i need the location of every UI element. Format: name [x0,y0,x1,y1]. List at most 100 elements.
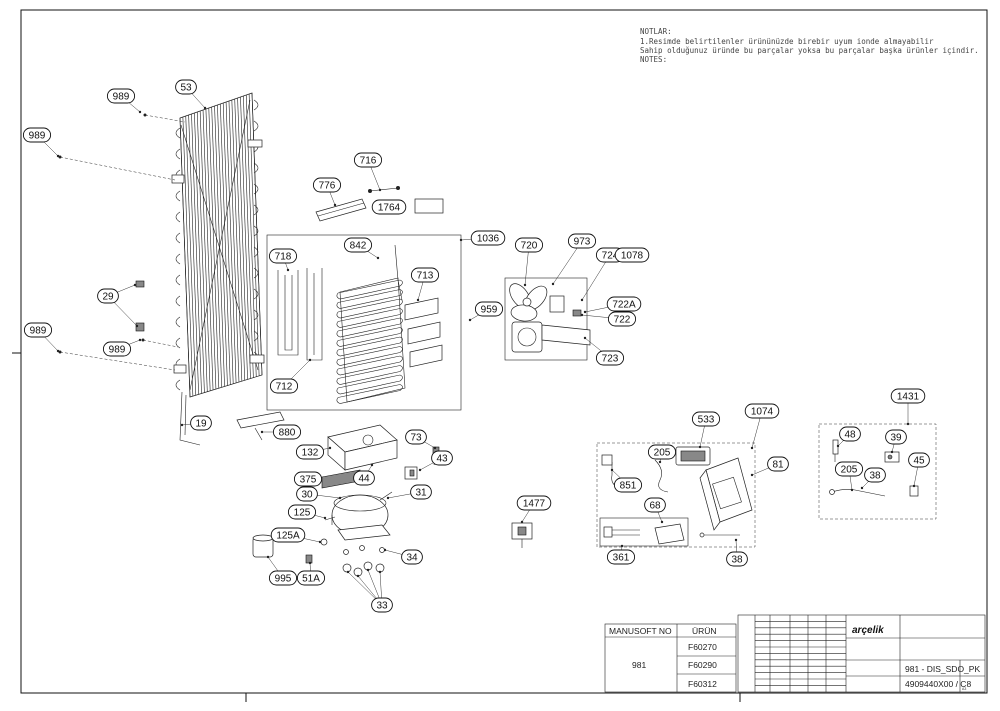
callout-1036: 1036 [470,230,506,246]
callout-19: 19 [190,415,212,431]
part-39 [884,451,900,463]
callout-31: 31 [410,484,432,500]
callout-text: 81 [772,460,784,471]
callout-39: 39 [885,429,907,445]
manusoft-no-value: 981 [632,660,646,670]
electronics-group-box [596,442,756,548]
callout-text: 722A [612,300,636,311]
notes-line-3: NOTES: [640,55,667,64]
callout-125: 125 [287,504,317,520]
control-card-81 [699,457,753,531]
callout-text: 989 [29,131,46,142]
callout-text: 51A [302,574,320,585]
callout-375: 375 [293,471,323,487]
fan-group-box [504,277,588,361]
callout-1431: 1431 [890,388,926,404]
callout-text: 1764 [378,203,401,214]
callout-712: 712 [269,378,299,394]
part-45 [909,485,919,497]
part-880 [236,411,285,429]
callout-989: 989 [106,88,136,104]
callout-text: 33 [376,601,388,612]
callout-text: 712 [276,382,293,393]
callout-text: 1477 [523,499,546,510]
sensor-box-361 [599,517,689,547]
leader-dash [144,114,186,123]
drawing-border [20,9,988,694]
compressor-tray-132 [327,424,398,471]
callout-842: 842 [343,237,373,253]
callout-text: 38 [731,555,743,566]
callout-1078: 1078 [614,247,650,263]
callout-776: 776 [312,177,342,193]
callout-44: 44 [353,470,375,486]
callout-text: 713 [417,271,434,282]
callout-989: 989 [22,127,52,143]
callout-text: 30 [301,490,313,501]
callout-text: 31 [415,488,427,499]
callout-851: 851 [613,477,643,493]
callout-723: 723 [595,350,625,366]
callout-text: 842 [350,241,367,252]
part-776-strip [315,198,367,222]
callout-text: 1431 [897,392,920,403]
callout-973: 973 [567,233,597,249]
evaporator-tubes [277,244,403,361]
sheet-size: A3 [962,687,966,691]
part-716-sensor [368,186,400,193]
callout-text: 73 [410,433,422,444]
part-1477-valve [511,522,533,548]
callout-text: 716 [360,156,377,167]
display-card-533 [675,446,711,466]
callout-48: 48 [839,426,861,442]
callout-text: 1078 [621,251,644,262]
evaporator-fins [336,277,406,404]
brand-logo: arçelik [852,625,884,636]
callout-81: 81 [767,456,789,472]
manusoft-no-header: MANUSOFT NO [609,626,672,636]
callout-text: 851 [620,481,637,492]
connector-851 [601,454,613,466]
callout-text: 125 [294,508,311,519]
fan-blade-720 [509,283,548,322]
callout-text: 880 [279,428,296,439]
part-48 [832,439,839,462]
callout-text: 34 [406,553,418,564]
callout-1074: 1074 [744,403,780,419]
callout-text: 43 [436,454,448,465]
callout-text: 375 [300,475,317,486]
callout-text: 1036 [477,234,500,245]
callout-text: 45 [913,456,925,467]
callout-33: 33 [371,597,393,613]
notes-title: NOTLAR: [640,27,672,36]
callout-text: 125A [276,531,300,542]
product-1: F60270 [688,642,717,652]
notes-block: NOTLAR: 1.Resimde belirtilenler ürününüz… [640,27,979,64]
evaporator-group-box [266,234,462,411]
callout-text: 533 [698,415,715,426]
callout-text: 776 [319,181,336,192]
product-header: ÜRÜN [692,626,717,636]
callout-text: 724 [602,251,619,262]
relay-43 [404,466,418,480]
callout-722A: 722A [606,296,642,312]
callout-text: 959 [481,305,498,316]
callout-text: 995 [275,574,292,585]
clip-51A [305,554,313,564]
callout-53: 53 [175,79,197,95]
callout-text: 29 [102,292,114,303]
callout-989: 989 [23,322,53,338]
callout-716: 716 [353,152,383,168]
callout-205: 205 [834,461,864,477]
callout-51A: 51A [296,570,326,586]
callout-959: 959 [474,301,504,317]
drawing-number: 4909440X00 / C8 [905,679,971,689]
callout-68: 68 [644,497,666,513]
callout-text: 723 [602,354,619,365]
callout-533: 533 [691,411,721,427]
callout-995: 995 [268,570,298,586]
leader-dash [59,351,176,371]
compressor-31 [331,491,393,541]
leader-lines [36,86,920,606]
capacitor-995 [252,534,274,558]
